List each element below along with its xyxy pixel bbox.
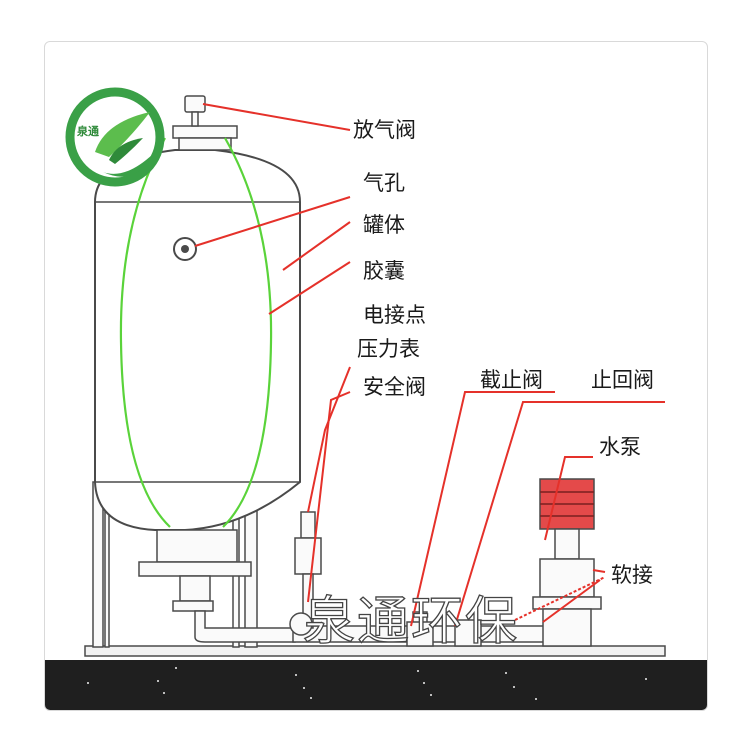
pump-part bbox=[532, 478, 602, 647]
watermark: 泉通环保 bbox=[303, 592, 519, 652]
label-pressure-gauge: 压力表 bbox=[357, 337, 420, 361]
ground bbox=[45, 660, 707, 710]
labels: 放气阀 气孔 罐体 胶囊 电接点 压力表 安全阀 截止阀 止回阀 水泵 软接 bbox=[353, 118, 654, 587]
leader-lines bbox=[194, 103, 665, 627]
diagram-frame: 泉通 泉通环保 放气阀 气孔 罐体 胶囊 电接点 压力表 安全阀 截止阀 止回阀… bbox=[44, 41, 708, 711]
base-plate bbox=[84, 645, 666, 657]
label-air-hole: 气孔 bbox=[363, 171, 405, 195]
top-flange bbox=[172, 125, 238, 151]
quantong-logo: 泉通 bbox=[65, 87, 165, 187]
label-water-pump: 水泵 bbox=[599, 435, 641, 459]
label-bladder: 胶囊 bbox=[363, 259, 405, 283]
shutoff-valve-part bbox=[406, 611, 434, 647]
tank-body bbox=[94, 149, 301, 531]
label-safety-valve: 安全阀 bbox=[363, 375, 426, 399]
logo-text: 泉通 bbox=[76, 124, 99, 138]
label-contact-point: 电接点 bbox=[363, 303, 426, 327]
label-tank-body: 罐体 bbox=[363, 213, 405, 237]
label-soft-joint: 软接 bbox=[611, 563, 653, 587]
air-hole-part bbox=[173, 237, 197, 261]
vent-valve-part bbox=[184, 95, 206, 127]
bladder-part bbox=[119, 137, 273, 528]
main-pipe bbox=[194, 610, 584, 643]
bladder-tank-diagram: 泉通 泉通环保 放气阀 气孔 罐体 胶囊 电接点 压力表 安全阀 截止阀 止回阀… bbox=[45, 87, 707, 710]
label-vent-valve: 放气阀 bbox=[353, 118, 416, 142]
soft-joint-leader bbox=[514, 576, 606, 621]
bottom-flange bbox=[138, 529, 252, 612]
label-shutoff-valve: 截止阀 bbox=[480, 368, 543, 392]
check-valve-part bbox=[454, 619, 482, 647]
label-check-valve: 止回阀 bbox=[591, 368, 654, 392]
